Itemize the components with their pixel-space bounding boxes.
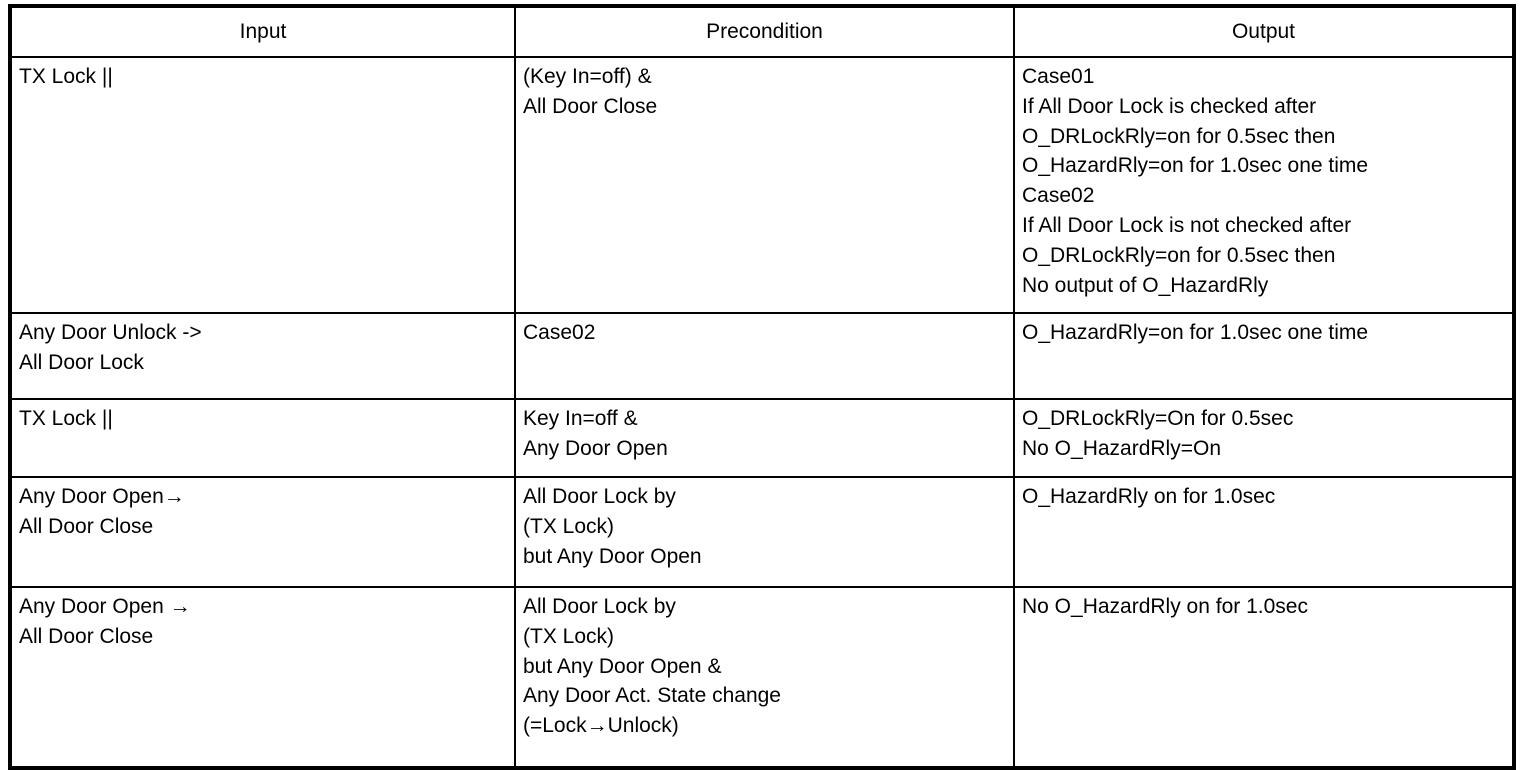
column-header-output: Output [1013, 5, 1515, 58]
spec-table-container: Input Precondition Output TX Lock || (Ke… [8, 4, 1516, 770]
cell-precondition: All Door Lock by (TX Lock) but Any Door … [514, 476, 1015, 588]
cell-output: O_HazardRly on for 1.0sec [1013, 476, 1515, 588]
cell-input: Any Door Open → All Door Close [9, 586, 516, 769]
cell-input: Any Door Unlock -> All Door Lock [9, 312, 516, 400]
column-header-input: Input [9, 5, 516, 58]
cell-output: O_DRLockRly=On for 0.5sec No O_HazardRly… [1013, 398, 1515, 478]
cell-output: No O_HazardRly on for 1.0sec [1013, 586, 1515, 769]
cell-input: TX Lock || [9, 398, 516, 478]
table-row: TX Lock || Key In=off & Any Door Open O_… [9, 398, 1515, 478]
table-row: TX Lock || (Key In=off) & All Door Close… [9, 56, 1515, 314]
cell-precondition: (Key In=off) & All Door Close [514, 56, 1015, 314]
cell-output: O_HazardRly=on for 1.0sec one time [1013, 312, 1515, 400]
table-row: Any Door Open → All Door Close All Door … [9, 586, 1515, 769]
cell-output: Case01 If All Door Lock is checked after… [1013, 56, 1515, 314]
header-row: Input Precondition Output [9, 5, 1515, 58]
table-row: Any Door Open→ All Door Close All Door L… [9, 476, 1515, 588]
table-body: TX Lock || (Key In=off) & All Door Close… [9, 56, 1515, 769]
cell-input: Any Door Open→ All Door Close [9, 476, 516, 588]
cell-input: TX Lock || [9, 56, 516, 314]
table-row: Any Door Unlock -> All Door Lock Case02 … [9, 312, 1515, 400]
cell-precondition: Case02 [514, 312, 1015, 400]
table-header: Input Precondition Output [9, 5, 1515, 58]
cell-precondition: All Door Lock by (TX Lock) but Any Door … [514, 586, 1015, 769]
requirements-table: Input Precondition Output TX Lock || (Ke… [8, 4, 1516, 770]
cell-precondition: Key In=off & Any Door Open [514, 398, 1015, 478]
column-header-precondition: Precondition [514, 5, 1015, 58]
